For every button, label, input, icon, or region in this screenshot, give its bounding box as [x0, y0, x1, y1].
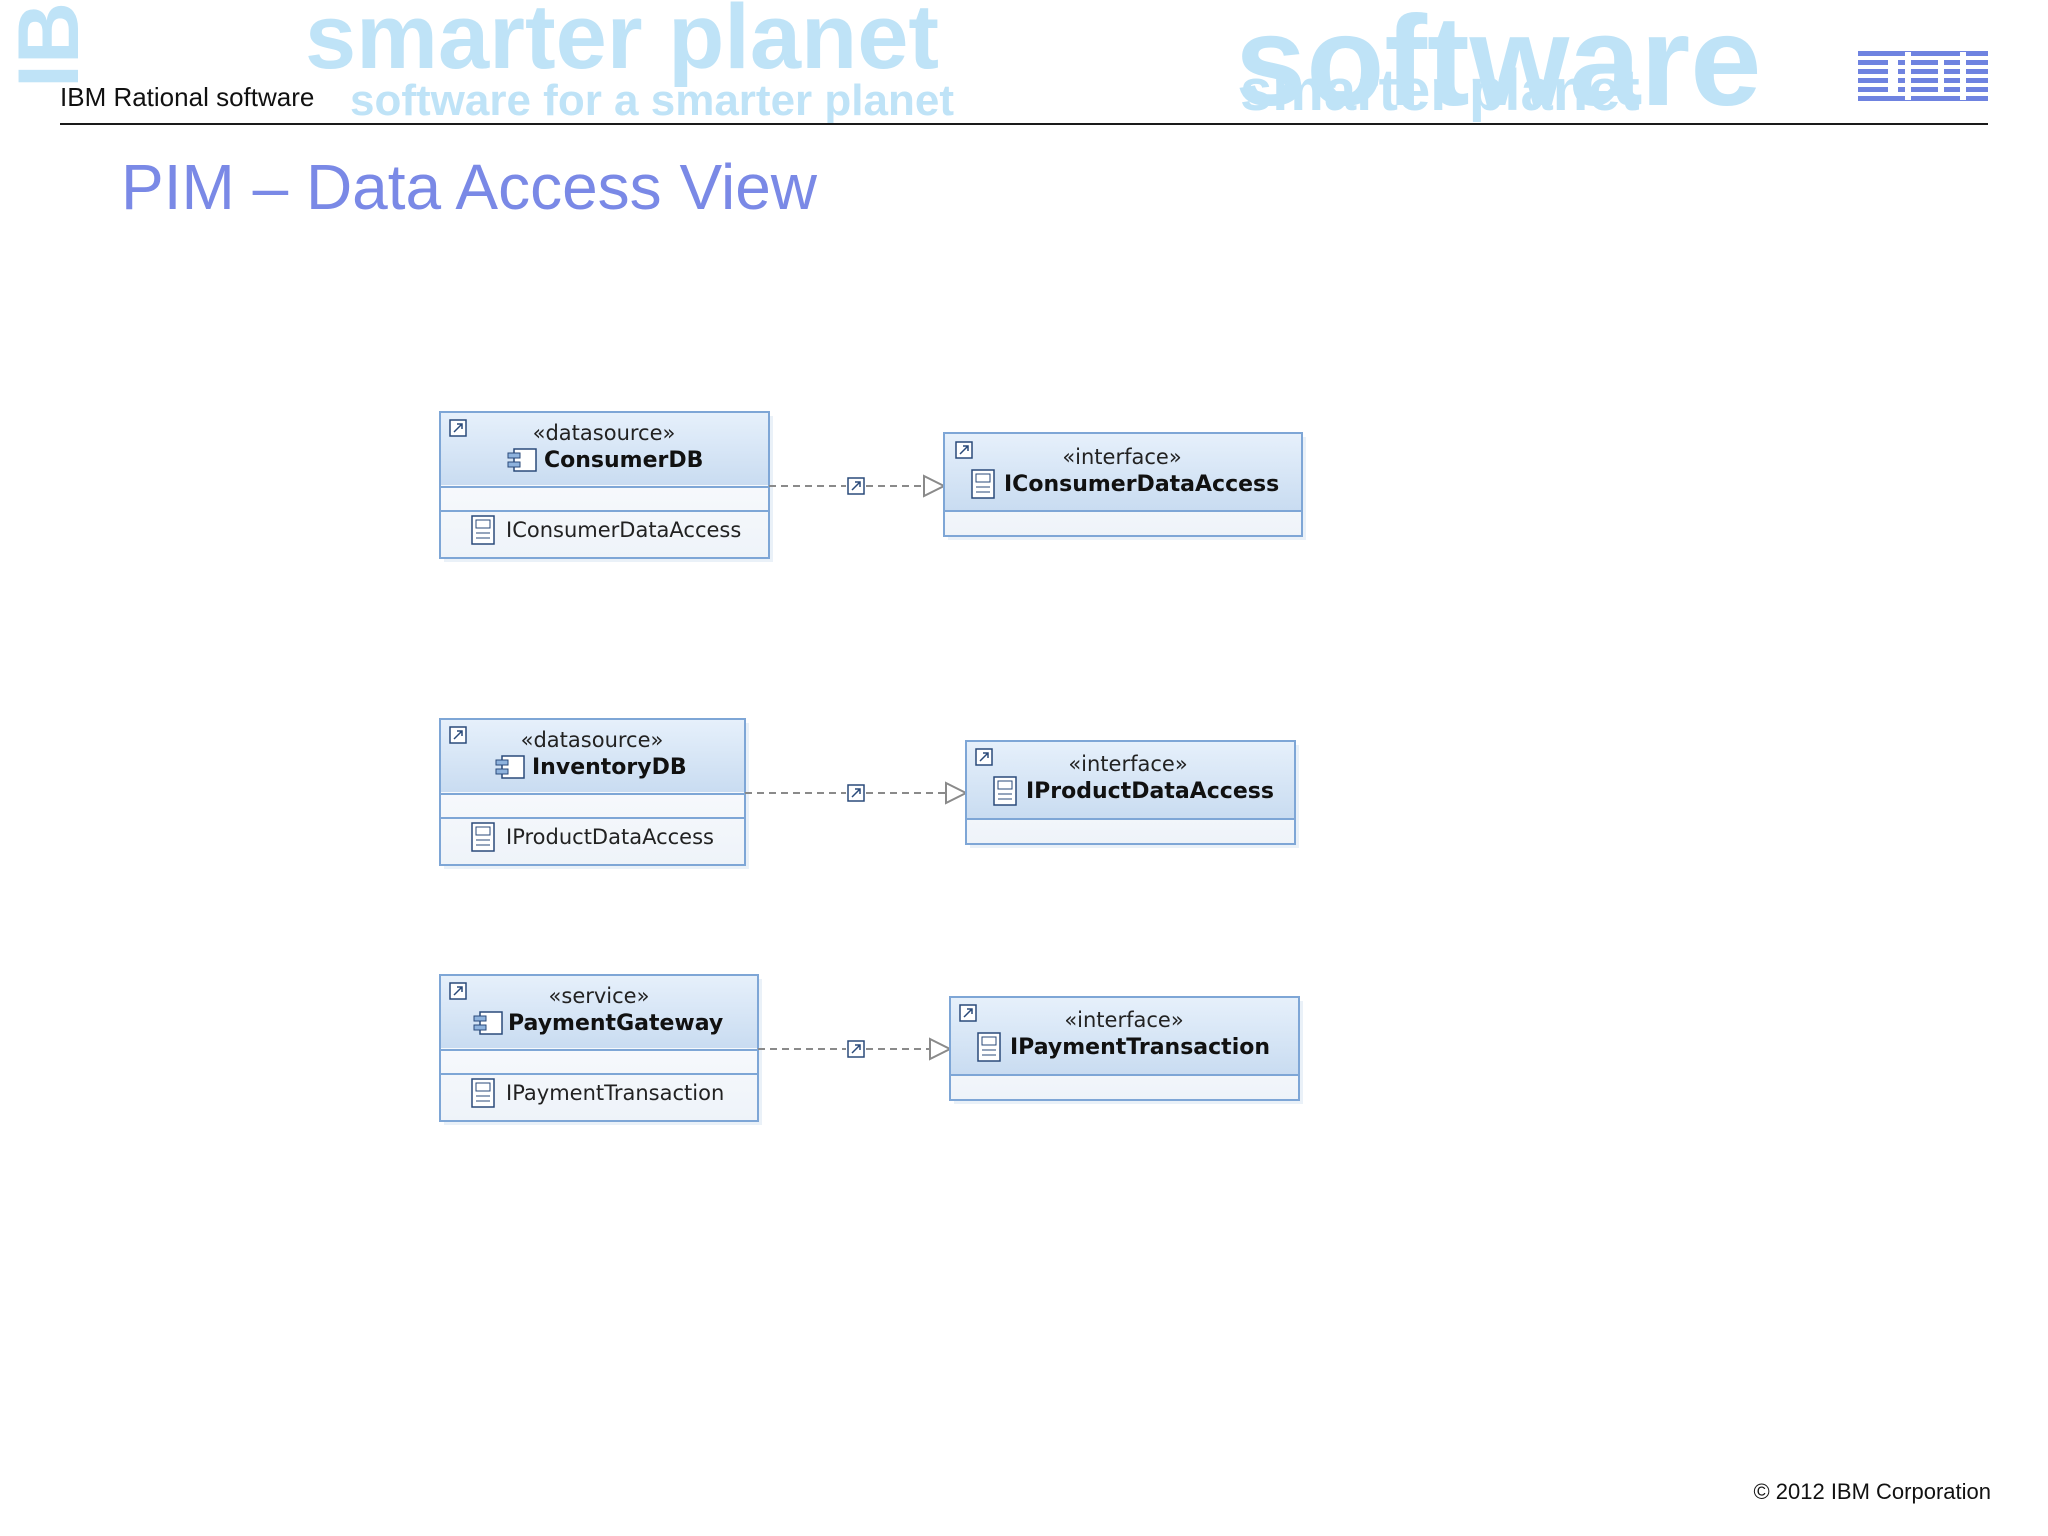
uml-row-consumer: «datasource» ConsumerDB IConsumerDataAcc…: [439, 411, 1306, 562]
shortcut-icon: [449, 982, 467, 1000]
banner-software: software: [1235, 0, 1761, 133]
interface-name: IConsumerDataAccess: [1004, 472, 1279, 497]
banner-tagline: software for a smarter planet: [350, 76, 954, 125]
component-stereotype: «datasource»: [521, 728, 664, 752]
component-box-inventorydb[interactable]: «datasource» InventoryDB IProductDataAcc…: [439, 718, 749, 869]
shortcut-icon: [847, 477, 865, 495]
interface-icon: [977, 1032, 1001, 1062]
component-box-consumerdb[interactable]: «datasource» ConsumerDB IConsumerDataAcc…: [439, 411, 773, 562]
header-divider: [60, 123, 1988, 125]
interface-box-iproductdataaccess[interactable]: «interface» IProductDataAccess: [965, 740, 1299, 848]
shortcut-icon: [959, 1004, 977, 1022]
header-banner: IBM smarter planet software for a smarte…: [1, 0, 1988, 133]
interface-stereotype: «interface»: [1064, 1008, 1183, 1032]
interface-icon: [471, 1078, 495, 1108]
component-name: InventoryDB: [532, 755, 687, 780]
shortcut-icon: [975, 748, 993, 766]
component-name: ConsumerDB: [544, 448, 703, 473]
provided-interface-label: IConsumerDataAccess: [506, 518, 741, 542]
realization-connector: [745, 781, 969, 805]
ibm-logo-icon: [1858, 51, 1988, 101]
interface-icon: [993, 776, 1017, 806]
shortcut-icon: [955, 441, 973, 459]
realization-arrow-icon: [945, 781, 969, 805]
component-icon: [507, 448, 537, 472]
component-stereotype: «datasource»: [533, 421, 676, 445]
shortcut-icon: [847, 1040, 865, 1058]
banner-smarter-planet: smarter planet: [305, 0, 939, 88]
realization-connector: [769, 474, 947, 498]
uml-row-inventory: «datasource» InventoryDB IProductDataAcc…: [439, 718, 1299, 869]
provided-interface-label: IProductDataAccess: [506, 825, 714, 849]
provided-interface-label: IPaymentTransaction: [506, 1081, 724, 1105]
shortcut-icon: [449, 726, 467, 744]
interface-icon: [971, 469, 995, 499]
shortcut-icon: [449, 419, 467, 437]
realization-connector: [758, 1037, 953, 1061]
interface-name: IPaymentTransaction: [1010, 1035, 1270, 1060]
interface-stereotype: «interface»: [1068, 752, 1187, 776]
component-icon: [495, 755, 525, 779]
banner-smarter-planet-2: smarter planet: [1240, 58, 1640, 123]
shortcut-icon: [847, 784, 865, 802]
footer-copyright: © 2012 IBM Corporation: [1753, 1479, 1991, 1504]
component-box-paymentgateway[interactable]: «service» PaymentGateway IPaymentTransac…: [439, 974, 762, 1125]
realization-arrow-icon: [929, 1037, 953, 1061]
header-title: IBM Rational software: [60, 82, 315, 112]
slide-title: PIM – Data Access View: [121, 151, 817, 223]
component-stereotype: «service»: [549, 984, 650, 1008]
interface-name: IProductDataAccess: [1026, 779, 1274, 804]
banner-fragment: IBM: [1, 0, 97, 88]
interface-box-ipaymenttransaction[interactable]: «interface» IPaymentTransaction: [949, 996, 1303, 1104]
interface-icon: [471, 515, 495, 545]
component-icon: [473, 1011, 503, 1035]
component-name: PaymentGateway: [508, 1011, 723, 1036]
interface-box-iconsumerdataaccess[interactable]: «interface» IConsumerDataAccess: [943, 432, 1306, 540]
interface-icon: [471, 822, 495, 852]
realization-arrow-icon: [923, 474, 947, 498]
uml-row-payment: «service» PaymentGateway IPaymentTransac…: [439, 974, 1303, 1125]
interface-stereotype: «interface»: [1062, 445, 1181, 469]
